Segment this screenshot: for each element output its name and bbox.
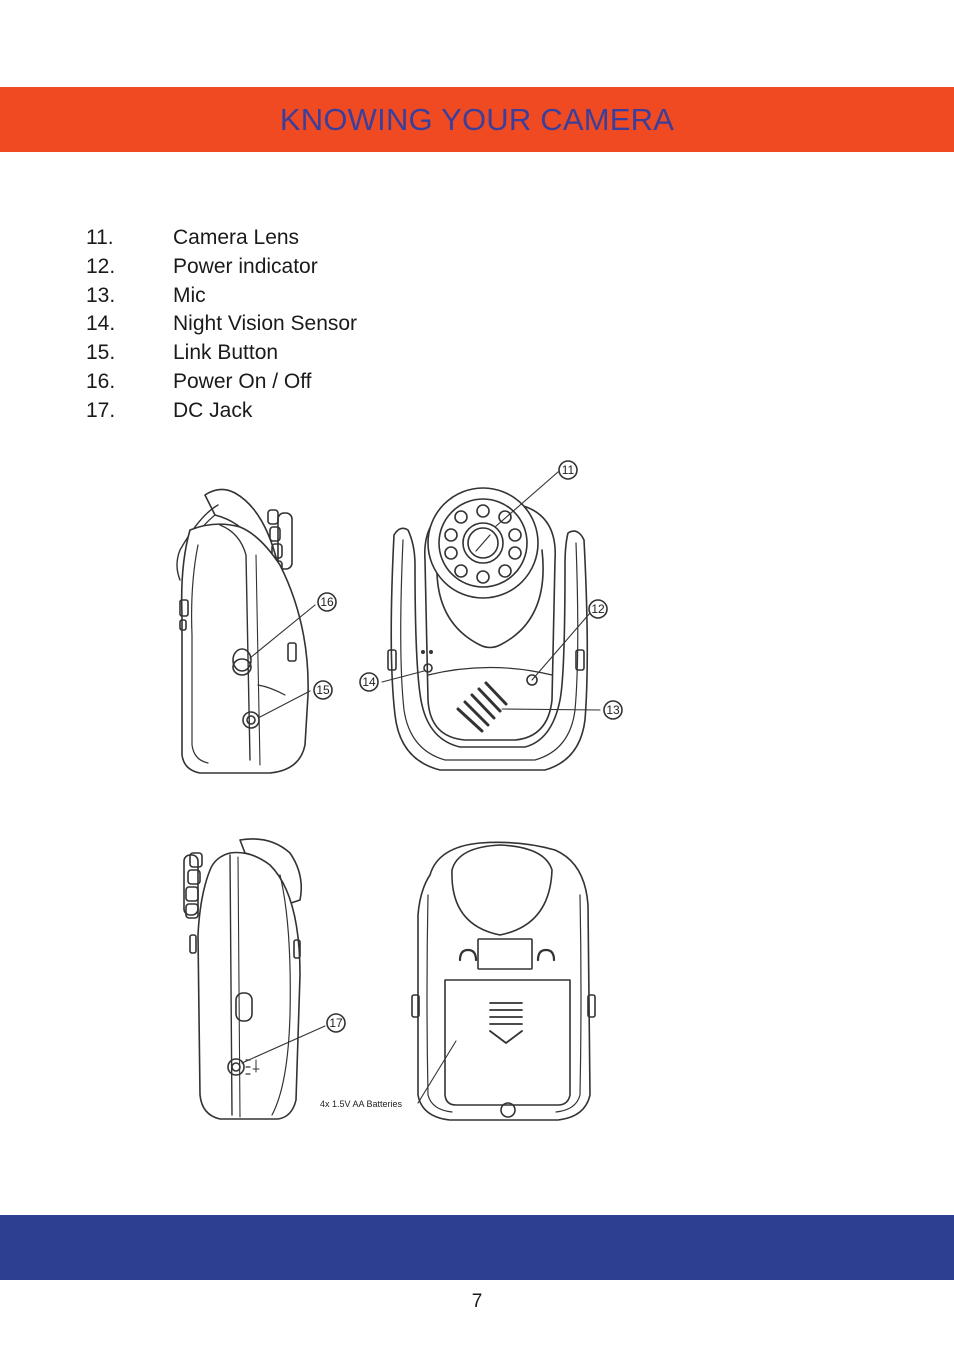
parts-list: 11. Camera Lens 12. Power indicator 13. … xyxy=(86,224,506,426)
callout-15: 15 xyxy=(313,680,333,700)
list-item: 15. Link Button xyxy=(86,339,506,368)
callout-13: 13 xyxy=(603,700,623,720)
callout-16: 16 xyxy=(317,592,337,612)
item-number: 16. xyxy=(86,369,116,393)
camera-side-view-right xyxy=(183,838,303,1120)
page-number: 7 xyxy=(471,1291,483,1312)
svg-text:16: 16 xyxy=(320,595,334,609)
list-item: 13. Mic xyxy=(86,282,506,311)
svg-text:15: 15 xyxy=(316,683,330,697)
footer-band xyxy=(0,1215,954,1280)
item-label: Night Vision Sensor xyxy=(173,312,358,336)
item-number: 14. xyxy=(86,312,116,336)
camera-diagram: 11 12 13 14 15 16 17 4x 1.5V AA Batterie… xyxy=(160,455,640,1135)
camera-side-view-left xyxy=(176,488,309,774)
list-item: 17. DC Jack xyxy=(86,397,506,426)
callout-17: 17 xyxy=(326,1013,346,1033)
callout-14: 14 xyxy=(359,672,379,692)
item-number: 17. xyxy=(86,398,116,422)
svg-text:14: 14 xyxy=(362,675,376,689)
list-item: 14. Night Vision Sensor xyxy=(86,310,506,339)
item-number: 15. xyxy=(86,341,116,365)
svg-text:13: 13 xyxy=(606,703,620,717)
camera-back-view xyxy=(411,841,596,1121)
svg-text:11: 11 xyxy=(562,463,575,477)
item-label: Link Button xyxy=(173,341,279,365)
svg-text:17: 17 xyxy=(329,1016,343,1030)
item-label: Power indicator xyxy=(173,254,318,278)
list-item: 11. Camera Lens xyxy=(86,224,506,253)
item-label: Camera Lens xyxy=(173,226,300,249)
callout-12: 12 xyxy=(588,599,608,619)
item-number: 11. xyxy=(86,226,114,249)
camera-front-view xyxy=(387,487,589,771)
item-number: 13. xyxy=(86,283,116,307)
item-label: Power On / Off xyxy=(173,369,312,393)
callout-leaders xyxy=(241,471,601,1104)
svg-text:12: 12 xyxy=(591,602,605,616)
item-number: 12. xyxy=(86,254,116,278)
page-title: KNOWING YOUR CAMERA xyxy=(279,102,675,137)
list-item: 16. Power On / Off xyxy=(86,368,506,397)
battery-label: 4x 1.5V AA Batteries xyxy=(320,1099,403,1109)
item-label: Mic xyxy=(173,283,206,307)
list-item: 12. Power indicator xyxy=(86,253,506,282)
item-label: DC Jack xyxy=(173,398,253,422)
header-band: KNOWING YOUR CAMERA xyxy=(0,87,954,152)
callout-11: 11 xyxy=(558,460,578,480)
